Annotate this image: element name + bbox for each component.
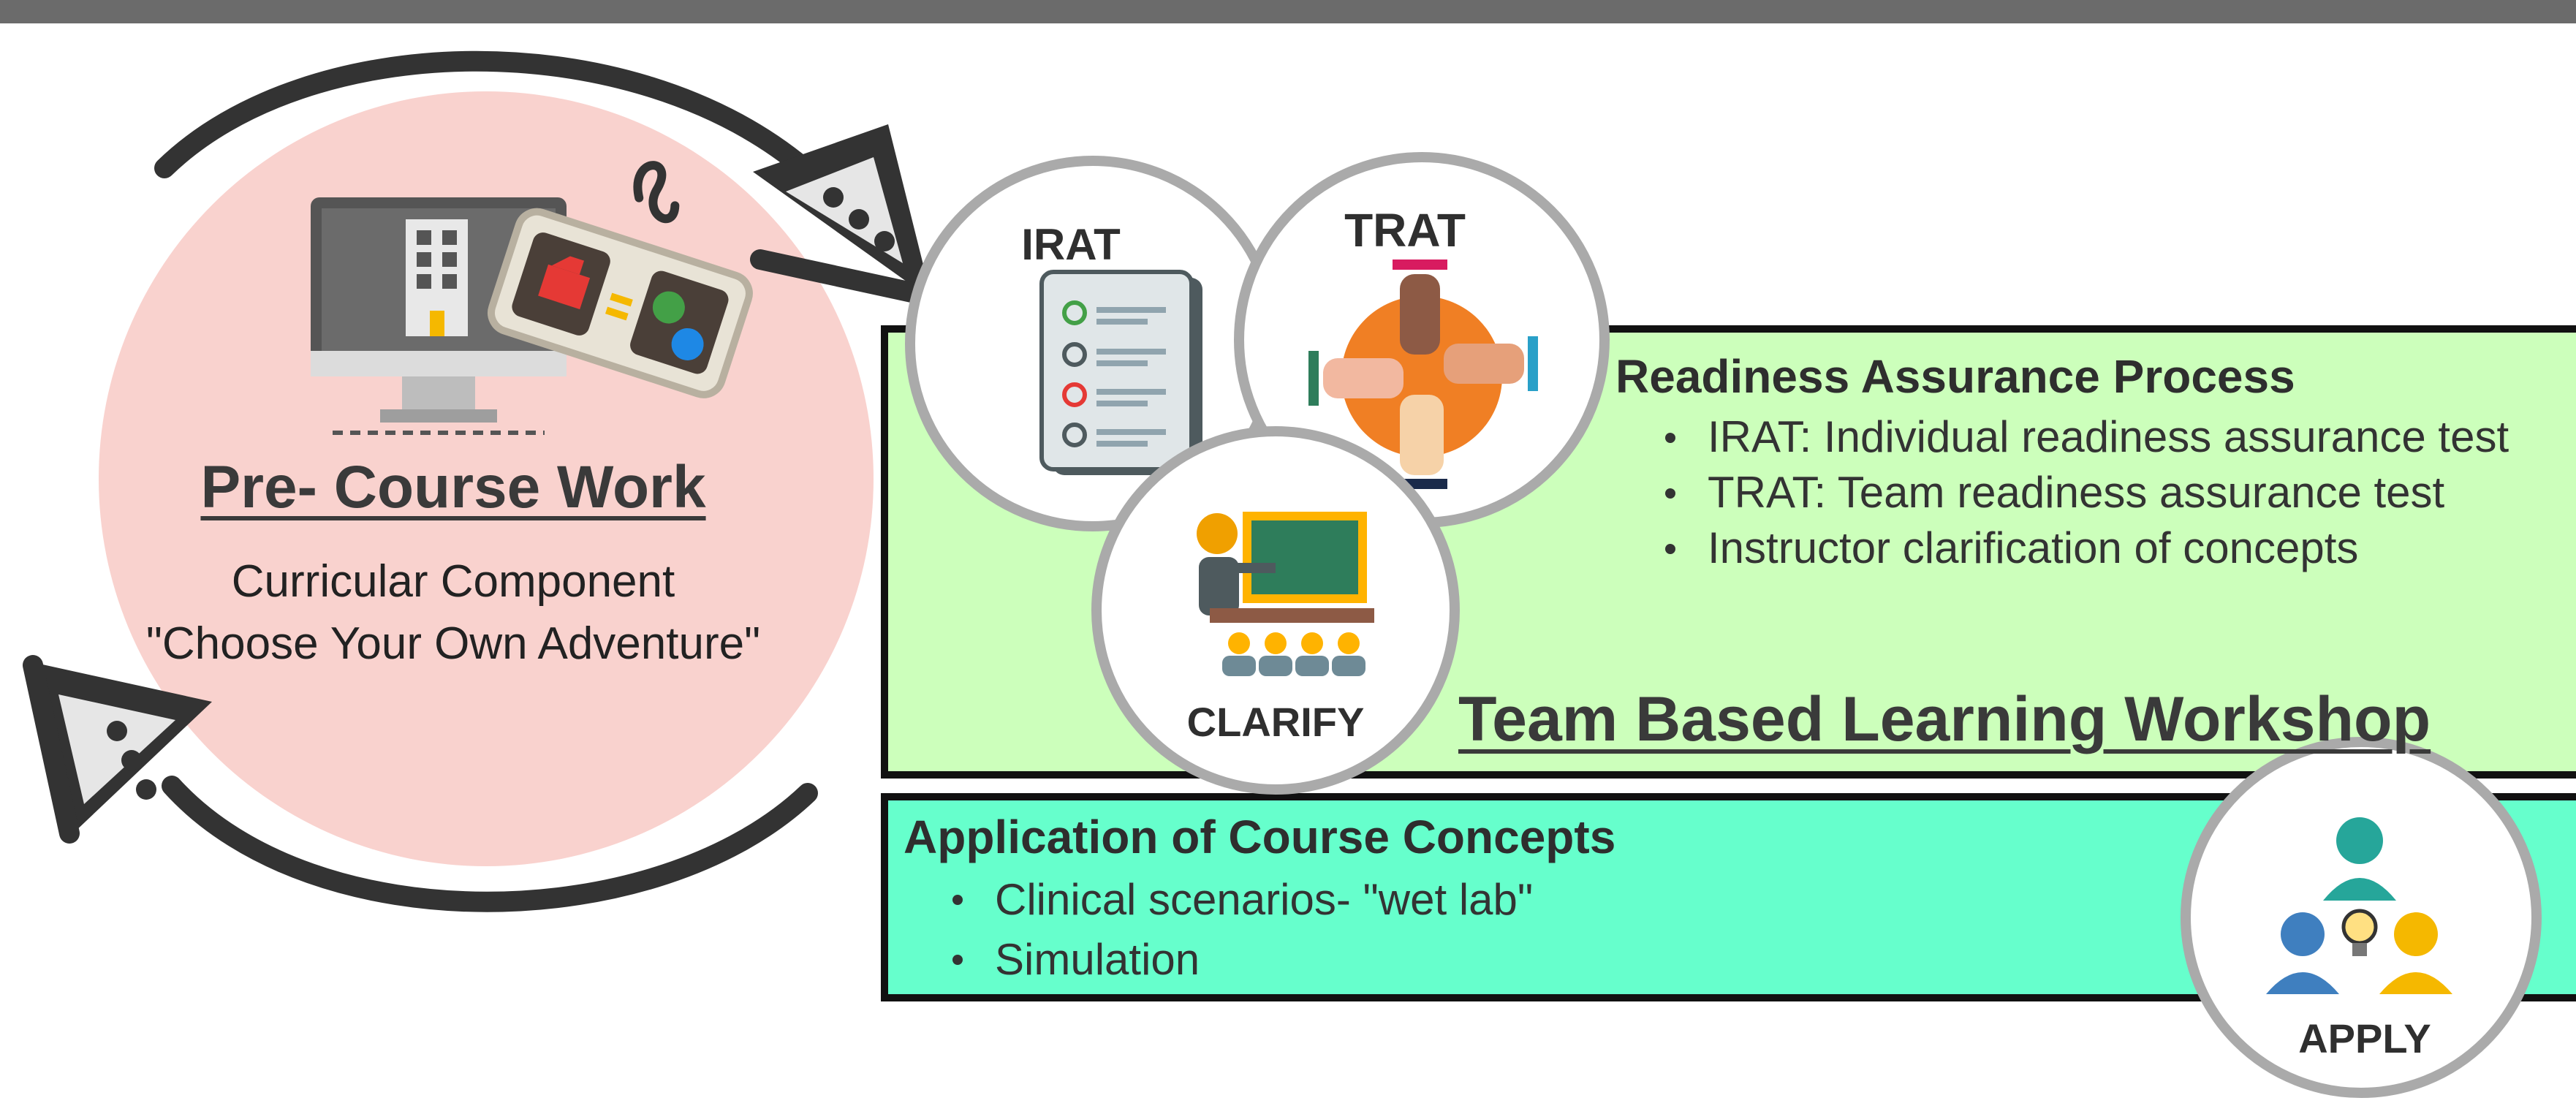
readiness-item: TRAT: Team readiness assurance test (1659, 465, 2509, 520)
cycle-arrow-top (154, 50, 814, 178)
cycle-arrow-top-head (750, 124, 939, 306)
top-bar (0, 0, 2576, 23)
computer-monitor-icon (311, 197, 567, 435)
apply-label: APPLY (2298, 1015, 2431, 1061)
workshop-title: Team Based Learning Workshop (1458, 684, 2431, 754)
application-list: Clinical scenarios- "wet lab" Simulation (947, 870, 1533, 990)
clarify-label: CLARIFY (1186, 699, 1365, 745)
application-item: Simulation (947, 930, 1533, 990)
application-item: Clinical scenarios- "wet lab" (947, 870, 1533, 930)
pre-course-line2: "Choose Your Own Adventure" (145, 618, 761, 669)
pre-course-title: Pre- Course Work (200, 454, 706, 520)
trat-label: TRAT (1344, 204, 1466, 257)
apply-team-icon (2181, 737, 2542, 1098)
clarify-teacher-icon (1091, 426, 1460, 795)
cycle-arrow-bottom (162, 776, 818, 912)
irat-label: IRAT (1021, 220, 1121, 269)
readiness-item: Instructor clarification of concepts (1659, 520, 2509, 576)
pre-course-line1: Curricular Component (231, 556, 675, 607)
readiness-list: IRAT: Individual readiness assurance tes… (1659, 409, 2509, 576)
trat-hands-icon (1234, 152, 1610, 528)
application-title: Application of Course Concepts (904, 811, 1616, 863)
game-controller-icon (488, 161, 753, 398)
readiness-title: Readiness Assurance Process (1615, 350, 2295, 403)
readiness-item: IRAT: Individual readiness assurance tes… (1659, 409, 2509, 465)
cycle-arrow-bottom-head (23, 655, 212, 844)
